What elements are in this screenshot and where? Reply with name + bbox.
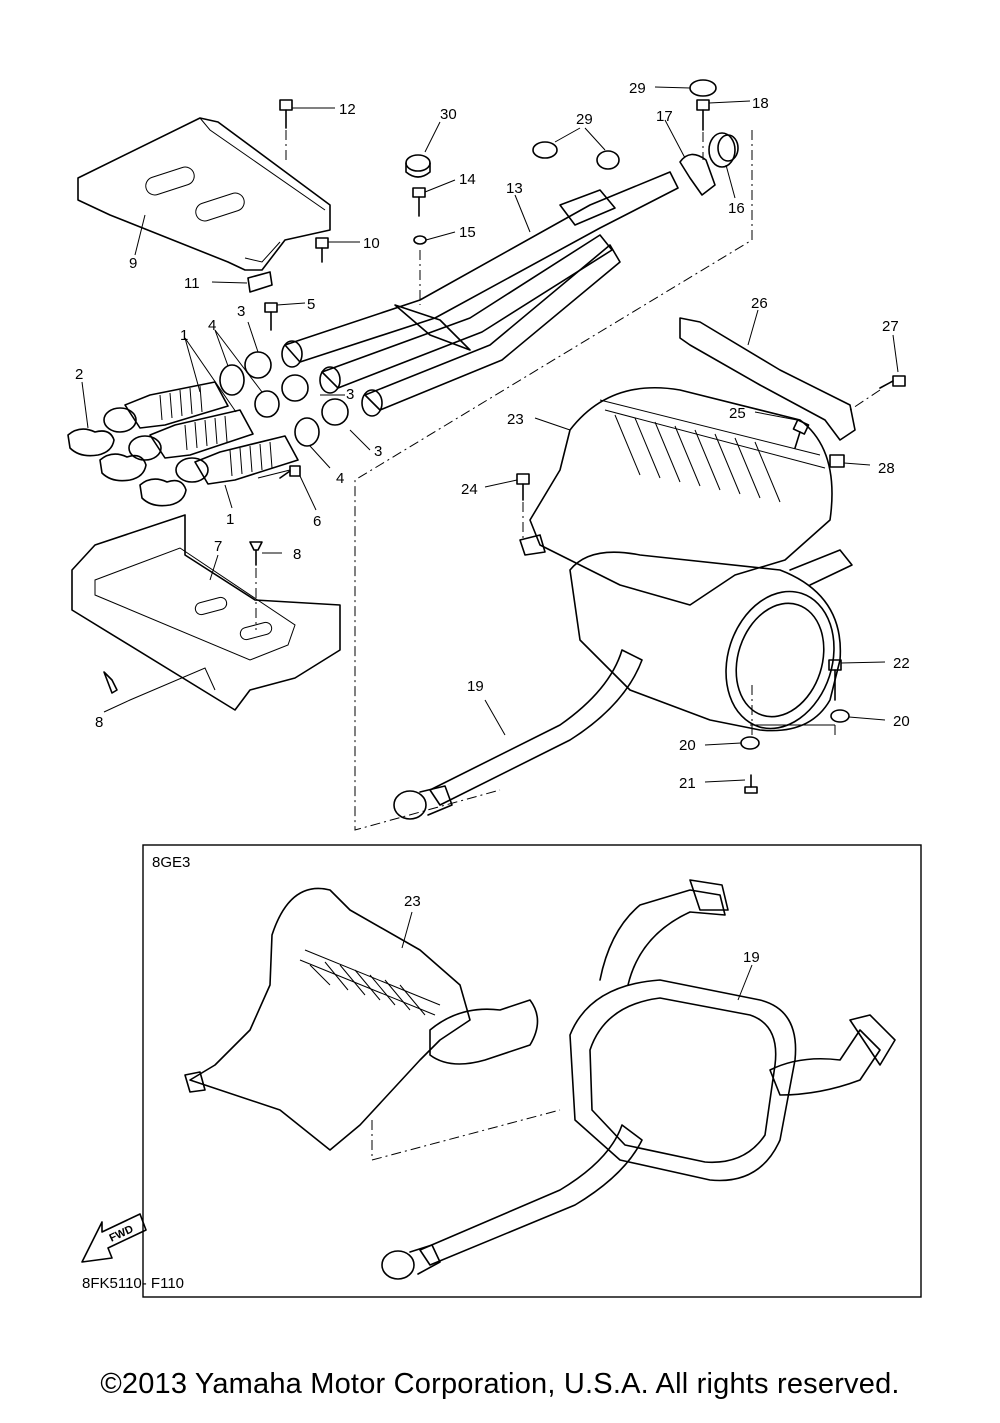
exhaust-header-1	[103, 381, 299, 485]
callout-6: 6	[313, 513, 321, 530]
callout-4-low: 4	[336, 470, 344, 487]
callout-23-variant: 23	[404, 893, 421, 910]
callout-22: 22	[893, 655, 910, 672]
callout-27: 27	[882, 318, 899, 335]
fwd-arrow-icon	[81, 1213, 147, 1263]
muffler-19	[393, 549, 853, 820]
heat-shield-lower	[71, 514, 341, 711]
gasket-16	[708, 132, 739, 168]
rivet-8	[103, 541, 263, 694]
muffler-cover-23-variant	[184, 887, 539, 1151]
callout-10: 10	[363, 235, 380, 252]
bracket-11	[247, 271, 273, 293]
callout-2: 2	[75, 366, 83, 383]
callout-23: 23	[507, 411, 524, 428]
bracket-26	[679, 317, 856, 441]
callout-28: 28	[878, 460, 895, 477]
washer-15	[413, 235, 427, 245]
gasket-2	[67, 428, 187, 507]
muffler-19-variant	[381, 879, 896, 1280]
callout-14: 14	[459, 171, 476, 188]
callout-16: 16	[728, 200, 745, 217]
callout-24: 24	[461, 481, 478, 498]
callout-19-variant: 19	[743, 949, 760, 966]
exhaust-parts-diagram: 29 18 30 29 17 12 14 13 16 15 10 9 11 5 …	[67, 79, 922, 1298]
copyright-notice: ©2013 Yamaha Motor Corporation, U.S.A. A…	[100, 1368, 900, 1400]
plug-30	[405, 154, 431, 178]
callout-13: 13	[506, 180, 523, 197]
callout-8-low: 8	[95, 714, 103, 731]
callout-8-top: 8	[293, 546, 301, 563]
callout-7: 7	[214, 538, 222, 555]
callout-11: 11	[184, 275, 200, 292]
bolt-27	[879, 375, 906, 389]
callout-1-low: 1	[226, 511, 234, 528]
callout-29: 29	[576, 111, 593, 128]
callout-30: 30	[440, 106, 457, 123]
bolt-22	[828, 659, 842, 701]
callout-19: 19	[467, 678, 484, 695]
callout-18: 18	[752, 95, 769, 112]
muffler-cover-23	[519, 386, 833, 606]
clip-28	[829, 454, 845, 468]
variant-label: 8GE3	[152, 854, 190, 871]
exhaust-y-pipe	[281, 171, 679, 417]
callout-4-top: 4	[208, 317, 216, 334]
callout-25: 25	[729, 405, 746, 422]
callout-17: 17	[656, 108, 673, 125]
bolt-10	[315, 237, 329, 263]
callout-1-top: 1	[180, 327, 188, 344]
leader	[134, 214, 146, 256]
bolt-18	[696, 99, 710, 131]
seal-4	[219, 364, 320, 447]
bolt-12	[279, 99, 293, 129]
drawing-code: 8FK5110- F110	[82, 1275, 184, 1292]
callout-3-mid: 3	[346, 386, 354, 403]
bolt-5	[264, 302, 278, 331]
callout-9: 9	[129, 255, 137, 272]
callout-3-top: 3	[237, 303, 245, 320]
variant-frame	[142, 844, 922, 1298]
callout-3-low: 3	[374, 443, 382, 460]
callout-29-top: 29	[629, 80, 646, 97]
bolt-21	[744, 774, 758, 794]
callout-20-right: 20	[893, 713, 910, 730]
grommet-29	[532, 141, 620, 170]
callout-21: 21	[679, 775, 696, 792]
bolt-25	[792, 419, 810, 449]
callout-26: 26	[751, 295, 768, 312]
callout-12: 12	[339, 101, 356, 118]
bolt-6	[279, 465, 301, 479]
clamp-17	[679, 153, 716, 196]
callout-5: 5	[307, 296, 315, 313]
callout-20-left: 20	[679, 737, 696, 754]
cap-29	[654, 79, 717, 97]
bolt-24	[516, 473, 530, 501]
callout-15: 15	[459, 224, 476, 241]
heat-shield-upper	[77, 117, 331, 271]
bolt-14	[412, 187, 426, 217]
